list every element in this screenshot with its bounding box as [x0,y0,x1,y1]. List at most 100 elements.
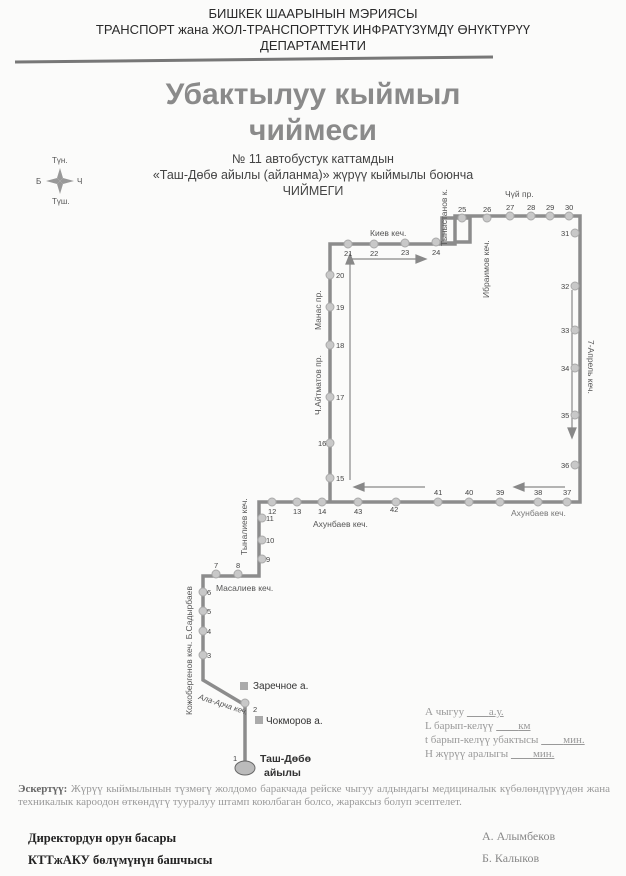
bus-stop-number: 22 [370,249,378,258]
parameter-label: А чыгуу [425,706,465,718]
header-line-2: ТРАНСПОРТ жана ЖОЛ-ТРАНСПОРТТУК ИНФРАТҮЗ… [95,22,531,37]
bus-stop-marker [495,497,505,507]
signature-name-1: А. Алымбеков [482,829,556,843]
bus-stop-marker [400,238,410,248]
bus-stop-marker [198,587,208,597]
bus-stop-number: 11 [266,514,274,523]
street-ibraimov: Ибраимов кеч. [481,240,491,298]
bus-stop-number: 39 [496,488,504,497]
bus-stop-marker [562,497,572,507]
bus-stop-number: 27 [506,203,514,212]
bus-stop-number: 20 [336,271,344,280]
bus-stop-number: 6 [207,588,211,597]
title-line-1: Убактылуу кыймыл [165,78,461,111]
header-line-1: БИШКЕК ШААРЫНЫН МЭРИЯСЫ [208,6,418,21]
bus-stop-marker [317,497,327,507]
bus-stop-marker [526,211,536,221]
route-parameter-row: L барып-келүү км [425,720,585,734]
bus-stop-number: 42 [390,505,398,514]
bus-stop-number: 7 [214,561,218,570]
route-parameter-row: Н жүрүү аралыгы мин. [425,748,585,762]
bus-stop-marker [325,473,335,483]
bus-stop-number: 14 [318,507,326,516]
bus-stop-marker [570,460,580,470]
bus-stop-marker [257,554,267,564]
bus-stop-number: 25 [458,205,466,214]
bus-stop-number: 31 [561,229,569,238]
title-line-2: чиймеси [249,114,377,147]
street-akhunbaev-west: Ахунбаев кеч. [313,519,368,529]
bus-stop-marker [267,497,277,507]
street-tynystanov: Тыныстанов к. [439,189,449,246]
landmark-chokmorov: Чокморов а. [266,716,323,727]
bus-stop-marker [353,497,363,507]
bus-stop-marker [198,650,208,660]
note-text: Жүрүү кыймылынын түзмөгү жолдомо баракча… [18,783,610,808]
compass-east: Ч [77,177,82,186]
parameter-unit: мин. [563,734,585,746]
bus-stop-marker [240,698,250,708]
signature-position-2: КТТжАКУ бөлүмүнүн башчысы [28,853,213,867]
bus-stop-marker [198,606,208,616]
street-tynaliev: Тыналиев кеч. [239,498,249,555]
subtitle-line-3: ЧИЙМЕГИ [282,184,344,198]
bus-stop-number: 3 [207,651,211,660]
terminal-name-1: Таш-Дөбө [260,753,311,765]
bus-stop-marker [433,497,443,507]
bus-stop-marker [570,325,580,335]
bus-stop-marker [431,237,441,247]
zarechnoe-marker [240,682,248,690]
direction-arrows [345,252,577,492]
landmark-zarechnoe: Заречное а. [253,681,308,692]
bus-stop-number: 12 [268,507,276,516]
bus-stop-number: 2 [253,705,257,714]
street-manas: Манас пр. [313,290,323,330]
subtitle-line-1: № 11 автобустук каттамдын [232,152,394,166]
parameter-label: L барып-келүү [425,720,494,732]
compass-north: Түн. [52,156,68,165]
street-kiev: Киев кеч. [370,228,406,238]
bus-stop-number: 30 [565,203,573,212]
bus-stop-marker [457,213,467,223]
signature-name-2: Б. Калыков [482,851,540,865]
bus-stop-marker [257,535,267,545]
bus-stop-number: 16 [318,439,326,448]
compass-icon: Түн. Түш. Б Ч [36,156,82,206]
bus-stop-number: 28 [527,203,535,212]
bus-stop-marker [505,211,515,221]
route-parameter-row: t барып-келүү убактысы мин. [425,734,585,748]
bus-stop-number: 41 [434,488,442,497]
bus-stop-marker [564,211,574,221]
bus-stop-number: 9 [266,555,270,564]
bus-stop-marker [533,497,543,507]
bus-stop-marker [292,497,302,507]
street-masaliev: Масалиев кеч. [216,583,273,593]
bus-stop-marker [570,281,580,291]
bus-stop-number: 43 [354,507,362,516]
bus-stop-number: 5 [207,607,211,616]
subtitle-line-2: «Таш-Дөбө айылы (айланма)» жүрүү кыймылы… [152,168,474,182]
bus-stop-marker [325,392,335,402]
compass-south: Түш. [52,197,70,206]
bus-stop-number: 23 [401,248,409,257]
bus-stop-number: 26 [483,205,491,214]
bus-stop-marker [570,410,580,420]
bus-stop-marker [570,363,580,373]
parameter-unit: км [518,720,531,732]
bus-stop-marker [391,497,401,507]
bus-stop-number: 32 [561,282,569,291]
bus-stop-marker [570,228,580,238]
bus-stop-number: 37 [563,488,571,497]
terminal-name-2: айылы [264,767,301,779]
bus-stop-number: 17 [336,393,344,402]
route-parameter-row: А чыгуу а.у. [425,706,585,720]
street-chui: Чүй пр. [505,189,534,199]
note-label: Эскертүү: [18,783,68,795]
street-aitmatov: Ч.Айтматов пр. [313,355,323,415]
bus-stop-marker [343,239,353,249]
bus-stop-number: 40 [465,488,473,497]
bus-stop-number: 13 [293,507,301,516]
